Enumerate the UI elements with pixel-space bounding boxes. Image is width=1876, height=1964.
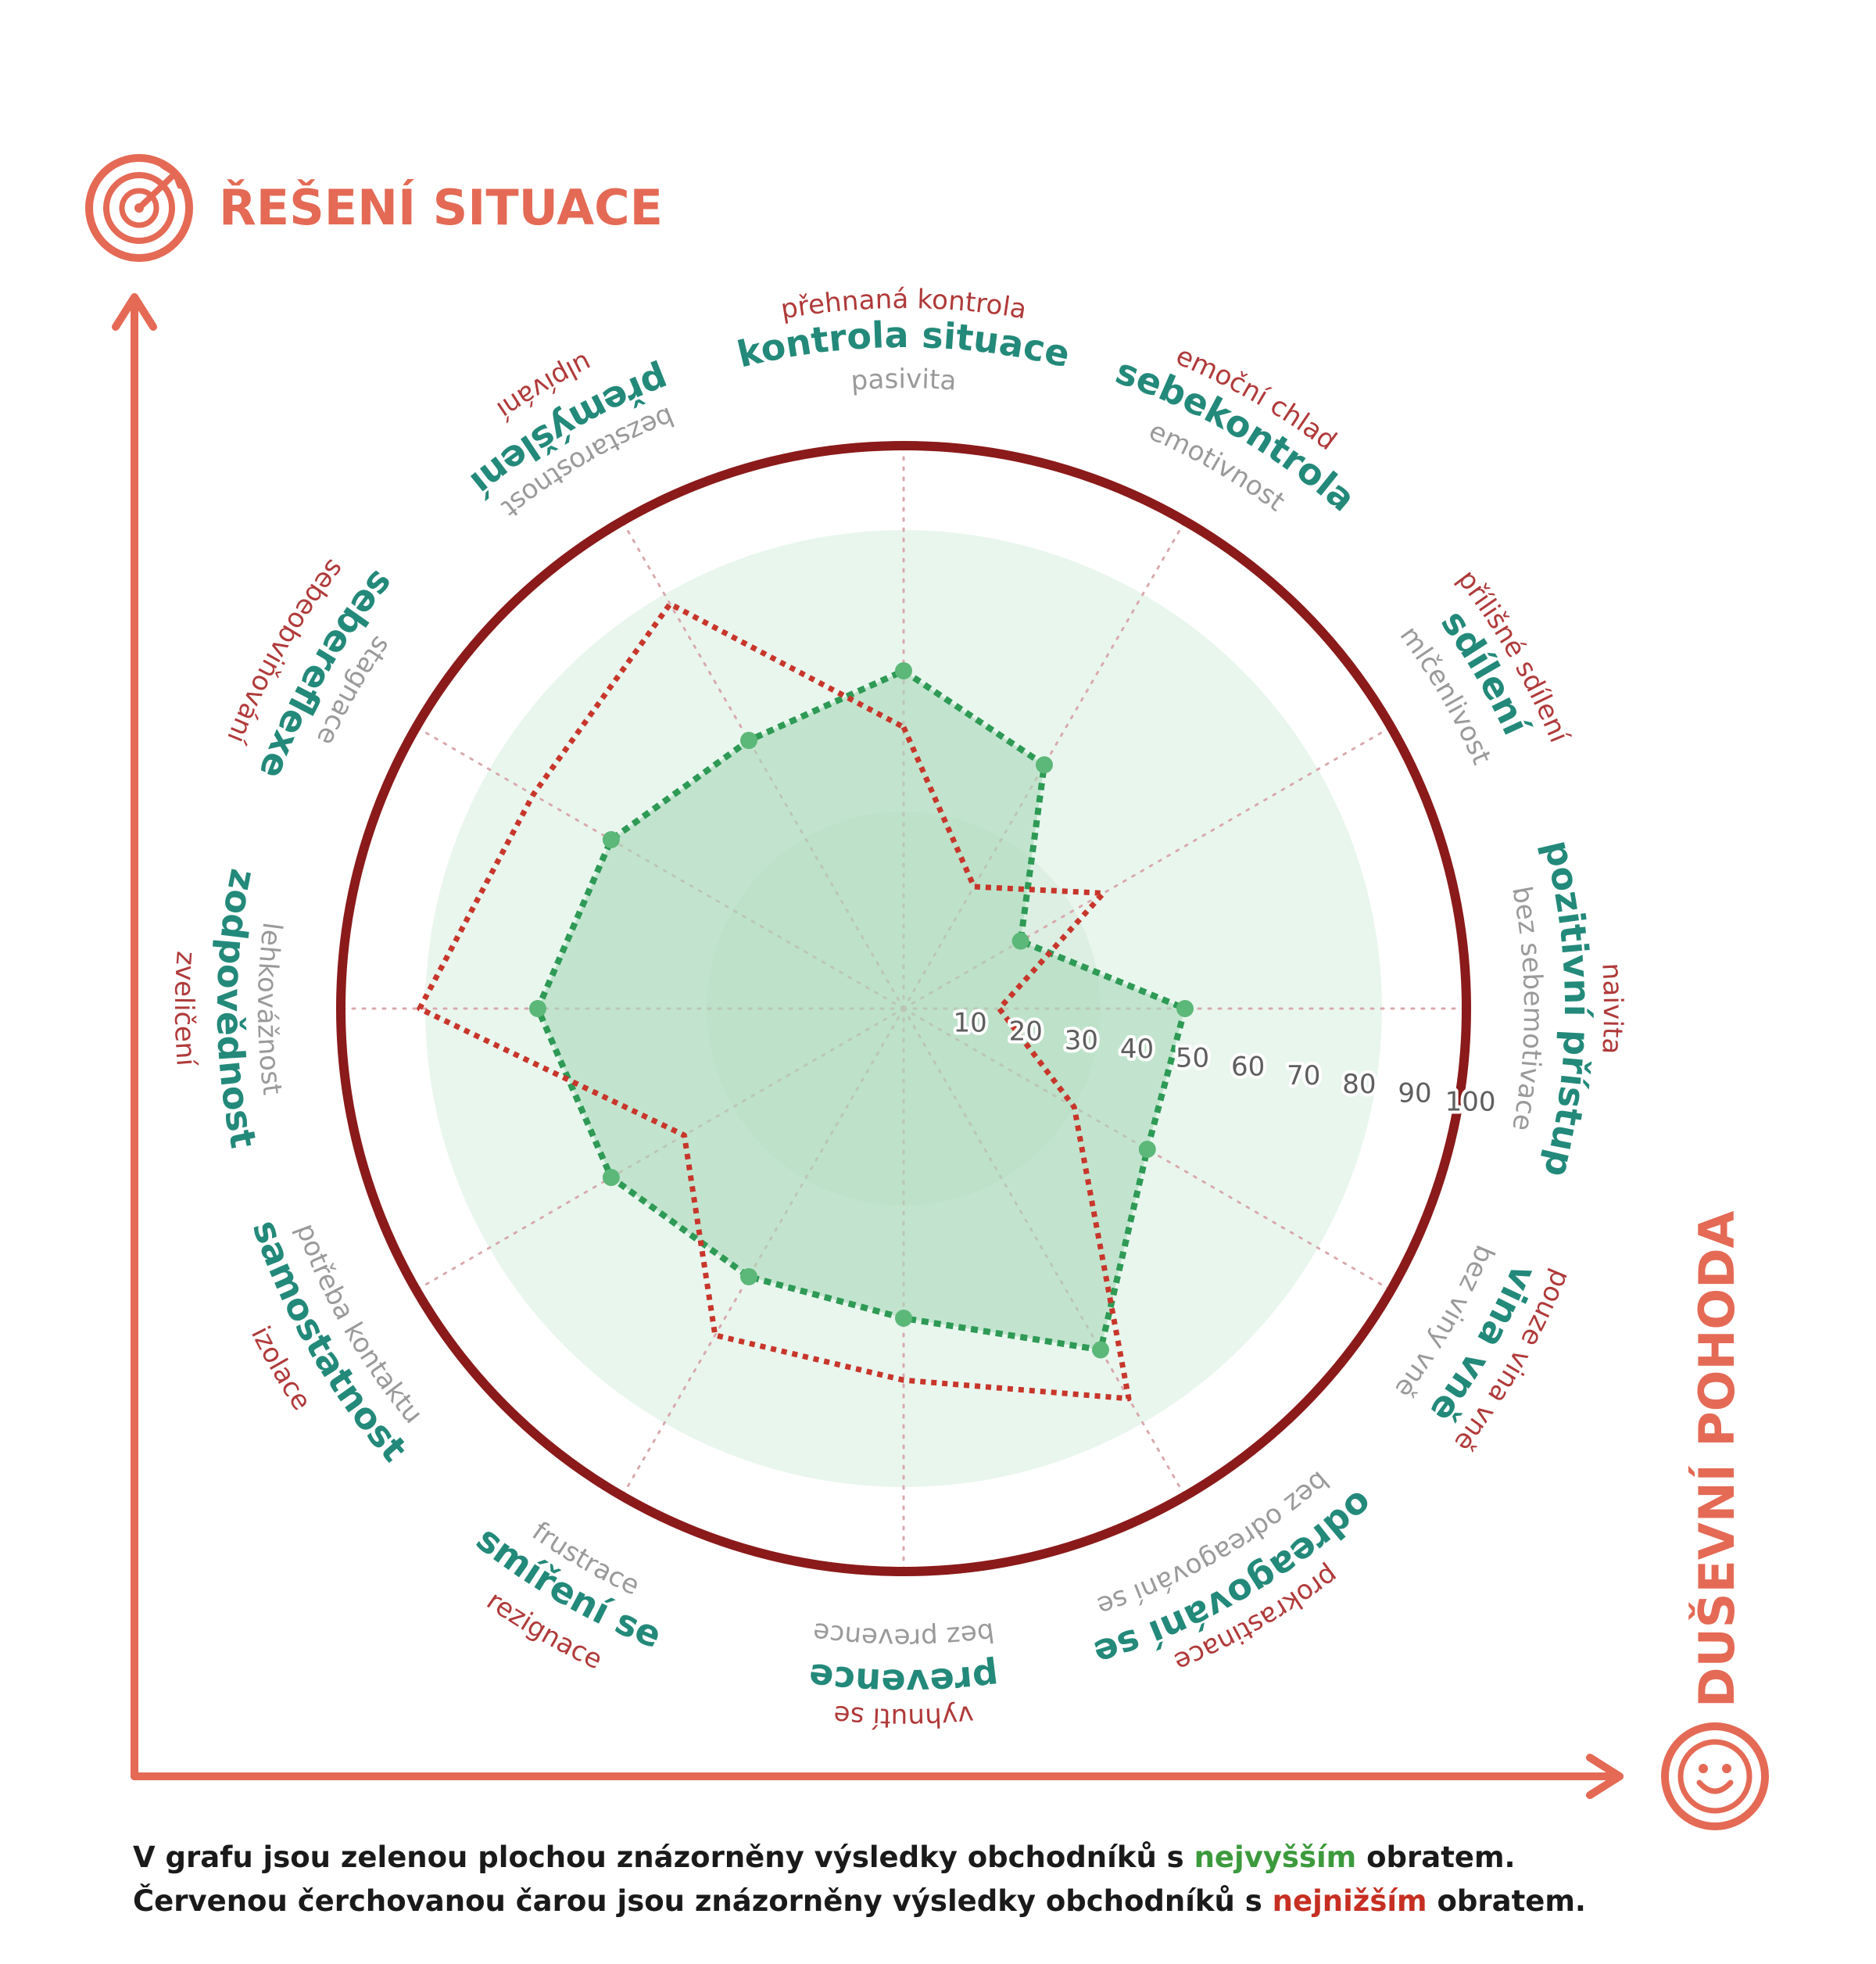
series-highest-point-11 (602, 831, 620, 848)
tick-label-100: 100 (1445, 1087, 1496, 1118)
outer-ring (336, 441, 1471, 1576)
series-highest-point-10 (529, 1000, 546, 1017)
series-highest-point-6 (1092, 1341, 1109, 1359)
category-7-main-label: prevence (806, 1655, 1001, 1704)
radial-tick-labels: 10 20 30 40 50 60 70 80 90 100 (950, 1004, 1498, 1120)
series-highest-point-12 (740, 732, 757, 750)
caption-line-1: V grafu jsou zelenou plochou znázorněny … (133, 1840, 1516, 1874)
category-4-excess-label: naivita (1595, 962, 1628, 1055)
x-axis-title: DUŠEVNÍ POHODA (1688, 1210, 1745, 1708)
series-lowest-turnover (417, 600, 1132, 1402)
x-axis-arrowhead (1586, 1754, 1624, 1799)
chart-caption: V grafu jsou zelenou plochou znázorněny … (133, 1836, 1813, 1923)
category-1-deficit-label: pasivita (850, 364, 958, 397)
caption-highest: nejvyšším (1194, 1840, 1357, 1874)
category-4-deficit-label: bez sebemotivace (1505, 883, 1548, 1133)
series-highest-area (538, 671, 1185, 1350)
tick-label-90: 90 (1398, 1077, 1431, 1109)
series-highest-point-3 (1011, 932, 1029, 950)
series-highest-point-2 (1036, 756, 1053, 774)
series-highest-turnover (529, 662, 1194, 1359)
category-7-excess-label: vyhnutí se (832, 1699, 975, 1733)
smiley-icon (1661, 1722, 1769, 1830)
tick-label-80: 80 (1342, 1069, 1376, 1100)
series-highest-point-4 (1176, 1000, 1194, 1017)
caption-lowest: nejnižším (1272, 1884, 1427, 1918)
series-highest-point-5 (1138, 1141, 1156, 1158)
category-10-excess-label: zveličení (168, 950, 202, 1068)
tick-label-10: 10 (953, 1007, 986, 1038)
y-axis-arrowhead (112, 293, 157, 331)
target-arrow-icon (85, 154, 193, 262)
caption-line-2: Červenou čerchovanou čarou jsou znázorně… (133, 1884, 1586, 1918)
series-lowest-line (417, 600, 1132, 1402)
series-highest-point-1 (895, 662, 912, 679)
tick-label-70: 70 (1287, 1060, 1320, 1091)
tick-label-40: 40 (1120, 1034, 1154, 1065)
axes (112, 293, 1624, 1799)
y-axis-title: ŘEŠENÍ SITUACE (219, 179, 663, 236)
series-highest-point-9 (602, 1169, 620, 1186)
tick-label-60: 60 (1231, 1052, 1265, 1083)
series-highest-point-8 (740, 1267, 757, 1285)
tick-label-20: 20 (1009, 1016, 1043, 1048)
category-10-deficit-label: lehkovážnost (251, 920, 288, 1096)
category-7-deficit-label: bez prevence (811, 1616, 997, 1654)
series-highest-point-7 (895, 1310, 912, 1327)
tick-label-50: 50 (1176, 1042, 1209, 1073)
tick-label-30: 30 (1065, 1025, 1098, 1056)
